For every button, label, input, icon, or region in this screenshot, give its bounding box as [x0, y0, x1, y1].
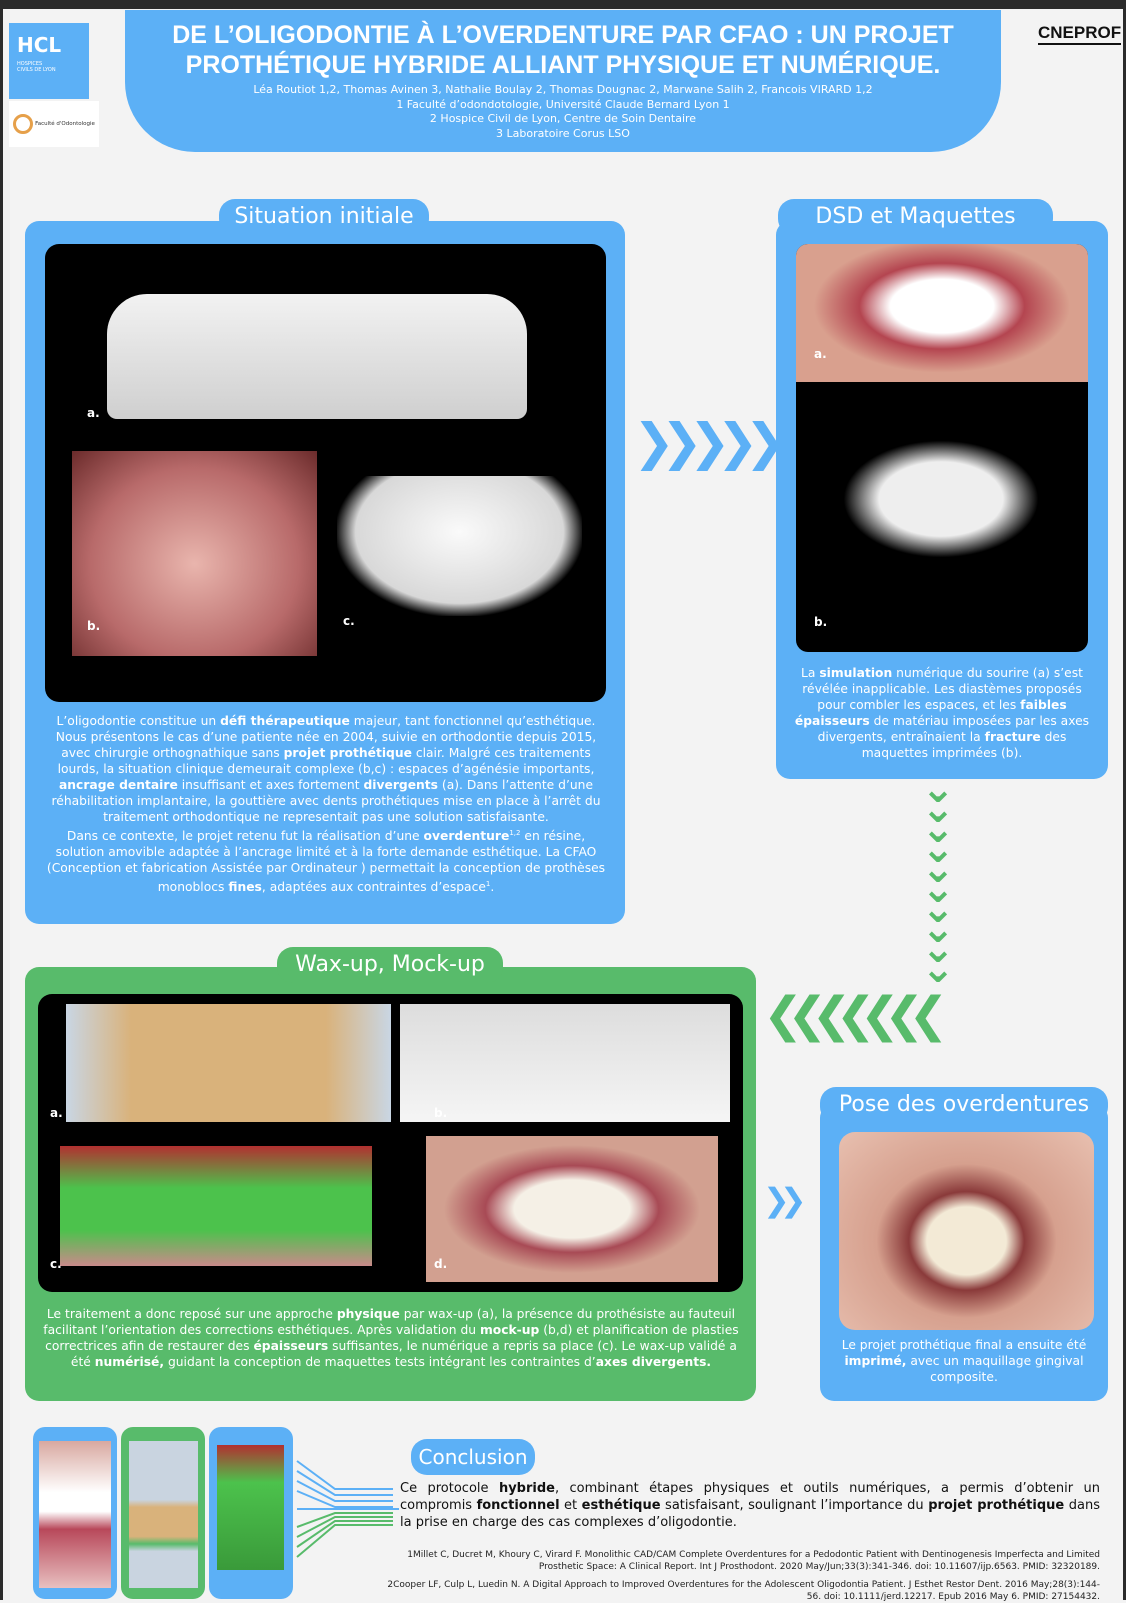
- dsd-photos: a. b.: [796, 244, 1088, 652]
- conclusion-text: Ce protocole hybride, combinant étapes p…: [400, 1481, 1101, 1530]
- thumb-waxup-image: [129, 1441, 198, 1588]
- faculte-logo-text: Faculté d'Odontologie: [35, 121, 95, 127]
- thumb-scan-image: [217, 1445, 284, 1570]
- chevrons-right-small-icon: ❯❯: [763, 1181, 807, 1219]
- reference-1: 1Millet C, Ducret M, Khoury C, Virard F.…: [407, 1550, 1100, 1572]
- cneprof-logo: CNEPROF: [1038, 23, 1122, 45]
- label-a: a.: [50, 1106, 63, 1120]
- label-a: a.: [87, 406, 100, 420]
- dsd-text: La simulation numérique du sourire (a) s…: [794, 666, 1090, 760]
- final-smile-image: [839, 1132, 1094, 1330]
- reference-2: 2Cooper LF, Culp L, Luedin N. A Digital …: [387, 1580, 1100, 1602]
- hcl-logo: HCL HOSPICES CIVILS DE LYON: [9, 23, 89, 99]
- mockup-smile-image: [426, 1136, 718, 1282]
- authors: Léa Routiot 1,2, Thomas Avinen 3, Nathal…: [253, 83, 873, 140]
- conclusion-title: Conclusion: [411, 1439, 535, 1475]
- label-c: c.: [343, 614, 355, 628]
- intraoral-image: [72, 451, 317, 656]
- dsd-title: DSD et Maquettes: [778, 199, 1053, 235]
- poster-header: DE L’OLIGODONTIE À L’OVERDENTURE PAR CFA…: [125, 10, 1001, 152]
- waxup-title: Wax-up, Mock-up: [277, 947, 503, 983]
- label-b: b.: [814, 615, 828, 629]
- situation-text: L’oligodontie constitue un défi thérapeu…: [46, 714, 606, 895]
- label-a: a.: [814, 347, 827, 361]
- label-d: d.: [434, 1257, 448, 1271]
- connector-lines: [296, 1460, 399, 1558]
- poster-title: DE L’OLIGODONTIE À L’OVERDENTURE PAR CFA…: [172, 21, 954, 79]
- waxup-photos: a. b. c. d.: [38, 994, 743, 1292]
- digital-scan-image: [60, 1146, 372, 1266]
- printed-mockups-image: [816, 424, 1066, 574]
- chevrons-right-icon: ❯❯❯❯❯: [633, 413, 787, 471]
- hcl-logo-subtext: HOSPICES CIVILS DE LYON: [17, 61, 56, 73]
- pose-title: Pose des overdentures: [820, 1087, 1108, 1123]
- waxup-text: Le traitement a donc reposé sur une appr…: [43, 1307, 739, 1369]
- scan-model-image: [107, 294, 527, 419]
- chevrons-left-icon: ❮❮❮❮❮❮❮: [763, 987, 948, 1043]
- smile-simulation-image: [796, 244, 1088, 382]
- chevrons-down-icon: ⌄⌄⌄⌄⌄⌄⌄⌄⌄⌄: [921, 766, 955, 992]
- faculte-logo: Faculté d'Odontologie: [9, 101, 99, 147]
- pose-text: Le projet prothétique final a ensuite ét…: [841, 1338, 1087, 1384]
- references: 1Millet C, Ducret M, Khoury C, Virard F.…: [383, 1549, 1100, 1603]
- label-b: b.: [434, 1106, 448, 1120]
- waxup-image: [66, 1004, 391, 1122]
- label-b: b.: [87, 619, 101, 633]
- situation-photos: a. b. c.: [45, 244, 606, 702]
- hcl-logo-text: HCL: [17, 33, 62, 57]
- label-c: c.: [50, 1257, 62, 1271]
- situation-title: Situation initiale: [219, 199, 429, 235]
- appliance-image: [337, 476, 582, 616]
- mockup-model-image: [400, 1004, 730, 1122]
- thumb-smile-image: [39, 1441, 111, 1588]
